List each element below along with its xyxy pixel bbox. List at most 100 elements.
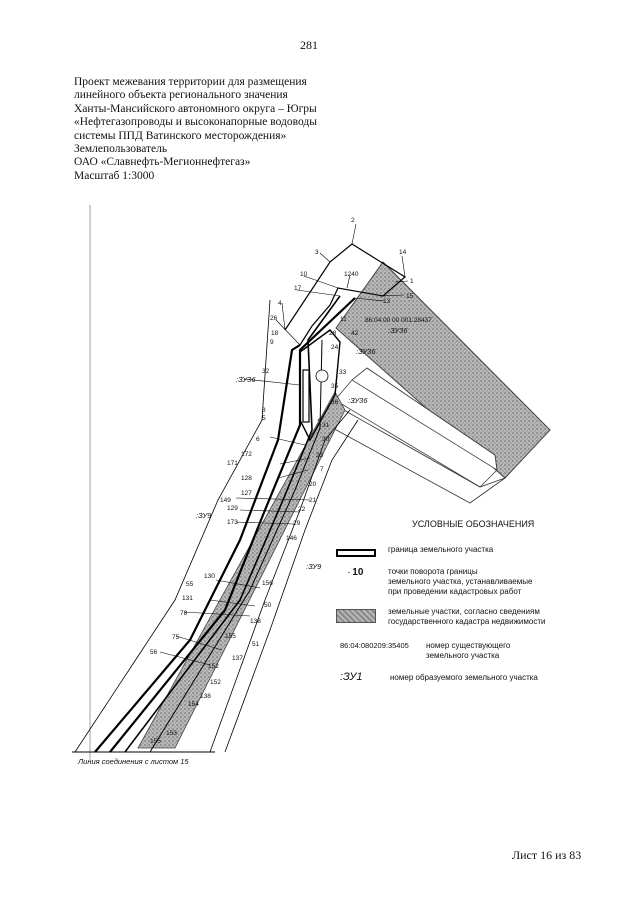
legend-desc: точки поворота границы земельного участк… <box>388 567 533 596</box>
point-label: 13 <box>383 298 391 305</box>
point-label: 5 <box>262 415 266 422</box>
point-label: 56 <box>150 649 158 656</box>
zone-label-zu9: :ЗУ9 <box>196 511 212 520</box>
corridor-outline-east-2 <box>224 419 359 753</box>
header-line: «Нефтегазопроводы и высоконапорные водов… <box>74 116 317 129</box>
point-label: 51 <box>252 641 260 648</box>
point-label: 156 <box>262 580 273 587</box>
point-label: 146 <box>286 535 297 542</box>
legend-desc: номер образуемого земельного участка <box>390 673 538 682</box>
connection-line-label: Линия соединения с листом 15 <box>77 757 189 766</box>
header-line: линейного объекта регионального значения <box>74 89 288 102</box>
point-label: 1 <box>410 278 414 285</box>
point-label: 173 <box>227 519 238 526</box>
point-label: 55 <box>186 581 194 588</box>
inner-boundary <box>124 295 341 753</box>
legend-desc: земельные участки, согласно сведениям го… <box>388 607 546 626</box>
point-label: 4 <box>278 300 282 307</box>
header-line: Землепользователь <box>74 143 168 156</box>
code-example: 86:04:080209:35405 <box>340 641 409 650</box>
zone-example: :ЗУ1 <box>340 671 363 683</box>
header-line: Масштаб 1:3000 <box>74 169 155 182</box>
point-label: 22 <box>298 506 306 513</box>
point-label: 127 <box>241 490 252 497</box>
point-label: 14 <box>399 249 407 256</box>
point-labels: 2 14 3 1 10 1240 15 17 13 11 42 4 26 28 … <box>150 217 414 745</box>
point-label: 21 <box>309 497 317 504</box>
point-label: 18 <box>271 330 279 337</box>
point-label: 153 <box>166 730 177 737</box>
zone-label-zu36: :ЗУ36 <box>388 326 408 335</box>
header-line: системы ППД Ватинского месторождения» <box>74 129 287 142</box>
point-label: 36 <box>331 399 339 406</box>
legend-desc: граница земельного участка <box>388 545 494 554</box>
boundary-symbol <box>336 549 376 557</box>
point-label: 149 <box>220 497 231 504</box>
header-line: Ханты-Мансийского автономного округа – Ю… <box>74 102 317 115</box>
point-label: 32 <box>262 368 270 375</box>
document-header: Проект межевания территории для размещен… <box>74 76 317 183</box>
point-label: 138 <box>200 693 211 700</box>
header-line: Проект межевания территории для размещен… <box>74 76 307 88</box>
point-label: 30 <box>322 436 330 443</box>
point-label: 26 <box>270 315 278 322</box>
corridor-outline-east <box>209 409 351 753</box>
point-label: 10 <box>300 271 308 278</box>
point-label: 129 <box>227 505 238 512</box>
point-label: 152 <box>210 679 221 686</box>
point-label: 155 <box>150 738 161 745</box>
node-circle <box>315 369 329 383</box>
node-structure <box>299 329 341 442</box>
point-label: 78 <box>180 610 188 617</box>
point-label: 42 <box>351 330 359 337</box>
point-label: 138 <box>250 618 261 625</box>
zone-label-zu36: :ЗУ36 <box>356 347 376 356</box>
point-label: 154 <box>188 701 199 708</box>
point-label: 50 <box>264 602 272 609</box>
legend-desc: номер существующего земельного участка <box>426 641 511 660</box>
point-label: 35 <box>331 383 339 390</box>
point-label: 9 <box>270 339 274 346</box>
parcel-code-label: 86:04:00 00 001:28437 <box>365 317 432 324</box>
zone-label-zu9: :ЗУ9 <box>306 562 322 571</box>
leader-lines <box>159 223 409 666</box>
sheet-footer: Лист 16 из 83 <box>512 848 582 862</box>
corridor-outline-west <box>74 299 271 753</box>
point-label: 33 <box>339 369 347 376</box>
point-label: 6 <box>256 436 260 443</box>
point-label: 31 <box>322 422 330 429</box>
point-label: 7 <box>320 466 324 473</box>
point-label: 28 <box>329 330 337 337</box>
point-label: 171 <box>227 460 238 467</box>
main-boundary-west <box>94 344 301 753</box>
point-label: 1240 <box>344 271 359 278</box>
point-label: 130 <box>204 573 215 580</box>
main-boundary-east <box>109 297 356 753</box>
node-inner <box>302 369 310 423</box>
point-label: 75 <box>172 634 180 641</box>
zone-label-zu36: :ЗУ36 <box>348 396 368 405</box>
point-label: 15 <box>406 293 414 300</box>
point-label: 23 <box>316 452 324 459</box>
point-label: 128 <box>241 475 252 482</box>
point-label: 131 <box>182 595 193 602</box>
legend-title: УСЛОВНЫЕ ОБОЗНАЧЕНИЯ <box>412 519 535 529</box>
point-label: 24 <box>331 344 339 351</box>
point-label: 2 <box>351 217 355 224</box>
point-label: 172 <box>241 451 252 458</box>
point-label: 155 <box>225 633 236 640</box>
parcel-symbol <box>336 609 376 623</box>
inner-boundary-2 <box>149 339 323 753</box>
header-line: ОАО «Славнефть-Мегионнефтегаз» <box>74 156 251 169</box>
point-label: 29 <box>293 520 301 527</box>
page-number: 281 <box>300 38 318 52</box>
point-label: 152 <box>208 663 219 670</box>
point-label: 8 <box>262 407 266 414</box>
point-label: 11 <box>340 316 347 323</box>
point-symbol: · 10 <box>348 567 364 578</box>
point-label: 17 <box>294 285 302 292</box>
point-label: 20 <box>309 481 317 488</box>
point-label: 137 <box>232 655 243 662</box>
point-label: 3 <box>315 249 319 256</box>
